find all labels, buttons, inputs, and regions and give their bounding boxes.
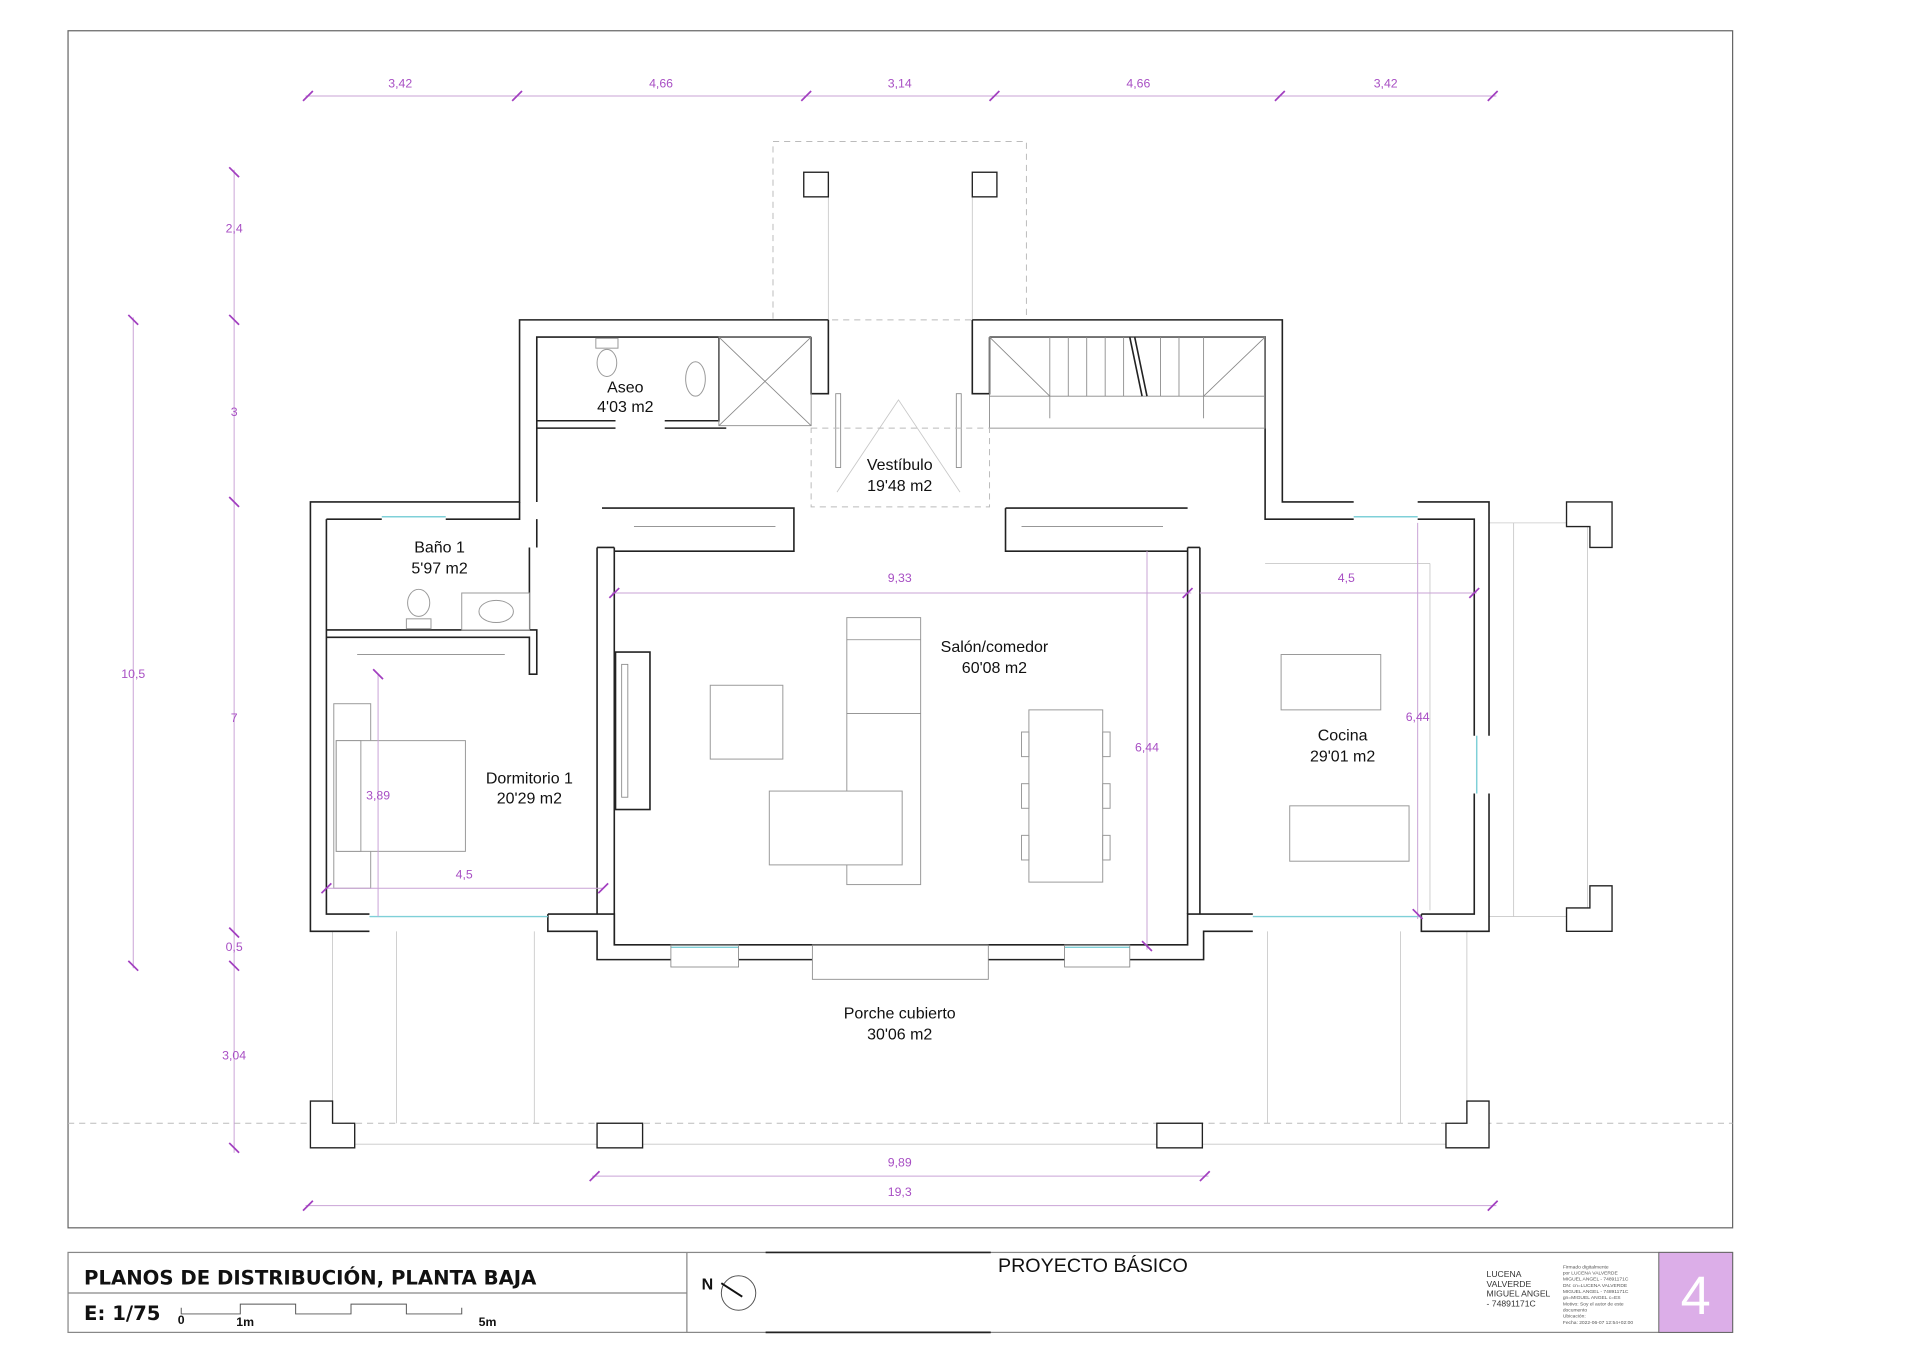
dimension-label: 4,66 [649,76,673,90]
dimension-label: 3,04 [222,1048,246,1062]
project-label: PROYECTO BÁSICO [998,1254,1188,1277]
washbasin-icon [461,592,530,631]
drawing-frame [67,30,1734,1229]
columns [309,171,1613,1149]
dimension-label: 3,89 [366,789,390,803]
dimension-label: 3 [231,405,238,419]
signature-line: documento [1563,1307,1588,1313]
signature-line: DN: cn=LUCENA VALVERDE [1563,1283,1628,1289]
dimension-label: 4,5 [1338,571,1355,585]
sheet-number-badge [1658,1251,1734,1333]
room-name: Vestíbulo [867,457,933,474]
room-area: 4'03 m2 [597,399,653,416]
furniture [333,563,1431,911]
signature-line: Ubicación: [1563,1314,1586,1320]
dimension-label: 3,14 [888,76,912,90]
scale-bar-start: 0 [178,1313,185,1327]
scale-bar: 0 1m 5m [178,1303,497,1329]
signer-name: LUCENA VALVERDE MIGUEL ANGEL - 74891171C [1487,1269,1551,1309]
room-label-vestibulo: Vestíbulo 19'48 m2 [867,457,933,495]
dimension-label: 0,5 [226,940,243,954]
dimension-interior: 9,33 4,5 6,44 6,44 4,5 3,89 [320,522,1480,952]
signer-line: MIGUEL ANGEL [1487,1289,1551,1299]
signature-line: MIGUEL ANGEL - 74891171C [1563,1289,1629,1295]
dimension-label: 7 [231,711,238,725]
dimension-label: 3,42 [388,76,412,90]
room-name: Aseo [607,379,644,396]
room-area: 20'29 m2 [497,790,562,807]
dimension-left: 2,4 3 7 0,5 3,04 10,5 [121,166,246,1154]
room-label-porche: Porche cubierto 30'06 m2 [844,1006,956,1044]
signature-line: Motivo: Soy el autor de este [1563,1301,1624,1307]
signature-line: MIGUEL ANGEL - 74891171C [1563,1277,1629,1283]
room-label-aseo: Aseo 4'03 m2 [597,379,653,416]
room-area: 5'97 m2 [411,560,467,577]
room-name: Porche cubierto [844,1006,956,1023]
dimension-label: 4,5 [456,867,473,881]
signature-line: Fecha: 2022-06-07 12:54+02:00 [1563,1320,1634,1326]
dimension-label: 10,5 [121,667,145,681]
signer-line: - 74891171C [1487,1299,1536,1309]
signer-line: VALVERDE [1487,1279,1532,1289]
title-block: PLANOS DE DISTRIBUCIÓN, PLANTA BAJA E: 1… [67,1251,1734,1334]
sheet-title: PLANOS DE DISTRIBUCIÓN, PLANTA BAJA [84,1265,537,1289]
toilet-icon [405,588,432,630]
scale-bar-mid: 1m [236,1315,254,1329]
signature-line: Firmado digitalmente [1563,1264,1609,1270]
dimension-label: 4,66 [1126,76,1150,90]
dimension-label: 2,4 [226,222,243,236]
room-label-salon: Salón/comedor 60'08 m2 [941,639,1049,677]
signature-line: gn=MIGUEL ANGEL c=ES [1563,1295,1621,1301]
room-name: Cocina [1318,728,1368,745]
toilet-icon [595,337,619,377]
room-label-dormitorio1: Dormitorio 1 20'29 m2 [486,771,573,808]
dimension-label: 9,89 [888,1155,912,1169]
shower [718,336,812,427]
room-label-bano1: Baño 1 5'97 m2 [411,539,467,577]
north-label: N [702,1276,714,1293]
dimension-label: 6,44 [1406,710,1430,724]
room-area: 30'06 m2 [867,1027,932,1044]
wardrobe-hangers [357,526,1163,655]
dimension-bottom: 9,89 19,3 [302,1155,1499,1212]
room-area: 60'08 m2 [962,660,1027,677]
dimension-label: 19,3 [888,1185,912,1199]
room-name: Dormitorio 1 [486,771,573,788]
room-name: Baño 1 [414,539,465,556]
signer-line: LUCENA [1487,1269,1522,1279]
room-name: Salón/comedor [941,639,1049,656]
dimension-label: 9,33 [888,571,912,585]
signature-line: por LUCENA VALVERDE [1563,1271,1619,1277]
dimension-top: 3,42 4,66 3,14 4,66 3,42 [302,76,1499,102]
digital-signature-note: Firmado digitalmente por LUCENA VALVERDE… [1563,1264,1634,1325]
entrance-door [810,393,991,508]
staircase [989,336,1266,429]
scale-bar-end: 5m [479,1315,497,1329]
north-arrow-icon: N [702,1275,757,1311]
room-area: 29'01 m2 [1310,749,1375,766]
washbasin-icon [685,361,706,397]
dimension-label: 3,42 [1374,76,1398,90]
room-label-cocina: Cocina 29'01 m2 [1310,728,1375,766]
room-area: 19'48 m2 [867,478,932,495]
sheet-number: 4 [1681,1266,1711,1326]
dimension-label: 6,44 [1135,741,1159,755]
scale-label: E: 1/75 [84,1302,160,1325]
